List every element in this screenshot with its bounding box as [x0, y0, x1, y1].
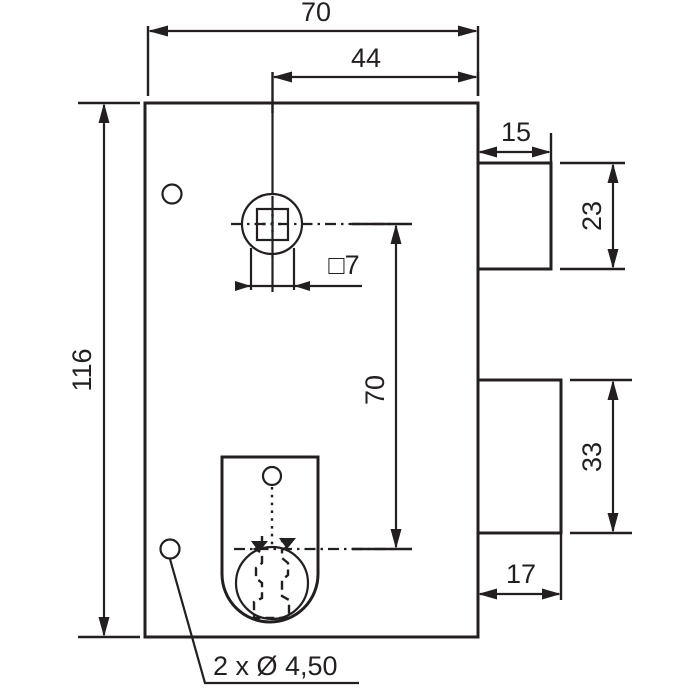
dimension-label-square-spindle: □7	[328, 250, 359, 280]
dimension-square-spindle: □7	[235, 250, 362, 291]
dimension-label-spindle-to-keyhole: 70	[360, 375, 390, 405]
dimension-deadbolt-width: 17	[476, 533, 563, 600]
lock-case-outline	[143, 101, 480, 639]
dimension-label-spindle-to-right-edge: 44	[351, 43, 381, 73]
dimension-spindle-to-keyhole: 70	[352, 222, 412, 551]
dimension-label-deadbolt-width: 17	[506, 559, 536, 589]
mounting-hole-lower	[159, 538, 181, 560]
dimension-label-latch-width: 15	[501, 117, 531, 147]
key-profile-escutcheon	[220, 455, 396, 624]
dimension-deadbolt-height: 33	[570, 378, 632, 535]
note-label-mounting-holes: 2 x Ø 4,50	[213, 651, 338, 681]
latch-bolt	[476, 161, 553, 271]
dimension-label-deadbolt-height: 33	[577, 442, 607, 472]
dimension-latch-width: 15	[476, 117, 553, 163]
square-spindle-hole	[231, 103, 396, 292]
dimension-label-overall-height: 116	[67, 348, 97, 391]
mounting-hole-upper	[161, 183, 183, 205]
dead-bolt	[476, 378, 563, 535]
note-mounting-holes: 2 x Ø 4,50	[168, 558, 359, 685]
dimension-label-overall-width: 70	[301, 0, 331, 27]
dimension-overall-height: 116	[67, 101, 140, 639]
dimension-label-latch-height: 23	[577, 201, 607, 231]
dimension-latch-height: 23	[560, 161, 625, 271]
dimension-spindle-to-right-edge: 44	[271, 43, 480, 113]
dimension-overall-width: 70	[146, 0, 480, 96]
